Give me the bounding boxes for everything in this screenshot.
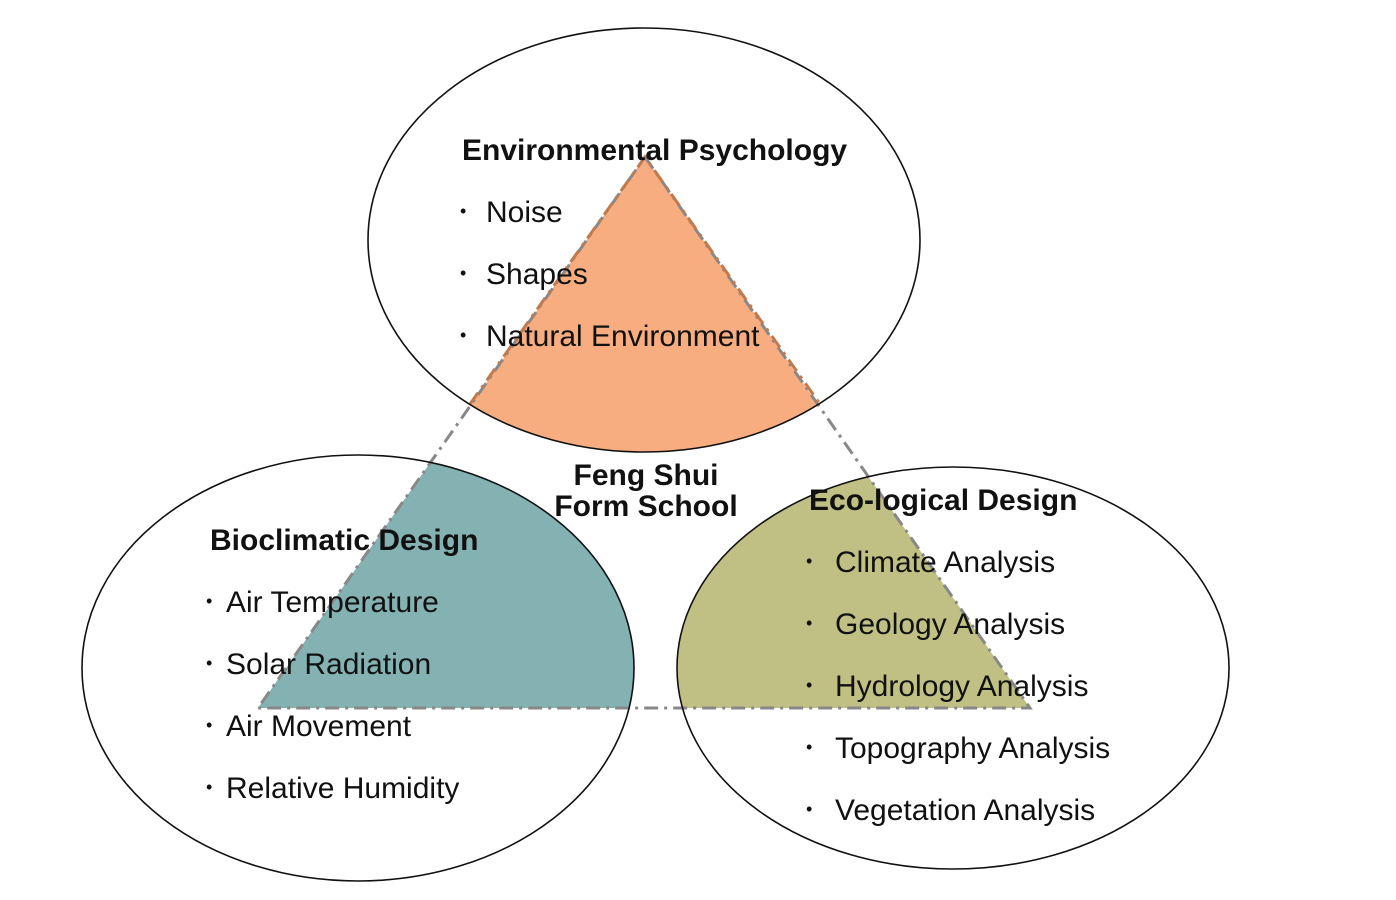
list-item-label: Natural Environment xyxy=(486,320,760,353)
bullet: • xyxy=(460,263,467,284)
center-title-line1: Feng Shui xyxy=(573,459,719,492)
list-item-label: Geology Analysis xyxy=(835,608,1066,641)
list-item: • Shapes xyxy=(460,260,588,290)
list-item-label: Climate Analysis xyxy=(835,546,1056,579)
top-circle-heading: Environmental Psychology xyxy=(462,134,848,167)
list-item-label: Topography Analysis xyxy=(835,732,1111,765)
left-circle-heading: Bioclimatic Design xyxy=(210,524,479,557)
list-item-label: Air Temperature xyxy=(226,586,439,619)
list-item: • Geology Analysis xyxy=(806,610,1065,640)
list-item-label: Air Movement xyxy=(226,710,412,743)
bullet: • xyxy=(206,777,213,798)
list-item: • Solar Radiation xyxy=(206,650,431,680)
left-circle xyxy=(81,454,635,882)
top-triangle-fill xyxy=(368,157,920,452)
center-title: Feng Shui Form School xyxy=(546,460,746,522)
list-item-label: Relative Humidity xyxy=(226,772,460,805)
bullet: • xyxy=(806,551,813,572)
list-item: • Air Temperature xyxy=(206,588,439,618)
list-item: • Noise xyxy=(460,198,563,228)
list-item-label: Solar Radiation xyxy=(226,648,432,681)
list-item: • Relative Humidity xyxy=(206,774,459,804)
list-item-label: Vegetation Analysis xyxy=(835,794,1096,827)
triangle-outline xyxy=(255,154,1033,710)
bullet: • xyxy=(206,715,213,736)
bullet: • xyxy=(206,591,213,612)
right-circle xyxy=(676,466,1230,870)
list-item-label: Shapes xyxy=(486,258,588,291)
bullet: • xyxy=(806,799,813,820)
list-item-label: Noise xyxy=(486,196,563,229)
bullet: • xyxy=(460,201,467,222)
bullet: • xyxy=(806,675,813,696)
list-item: • Topography Analysis xyxy=(806,734,1110,764)
bullet: • xyxy=(806,737,813,758)
list-item: • Vegetation Analysis xyxy=(806,796,1095,826)
bullet: • xyxy=(806,613,813,634)
top-circle xyxy=(367,27,921,453)
triangle-outline-top-segment xyxy=(468,154,822,405)
center-title-line2: Form School xyxy=(554,490,738,523)
list-item-label: Hydrology Analysis xyxy=(835,670,1089,703)
list-item: • Hydrology Analysis xyxy=(806,672,1088,702)
right-triangle-fill xyxy=(677,467,1030,708)
bullet: • xyxy=(206,653,213,674)
bullet: • xyxy=(460,325,467,346)
left-triangle-fill xyxy=(258,455,634,708)
right-circle-heading: Eco-logical Design xyxy=(809,484,1078,517)
list-item: • Climate Analysis xyxy=(806,548,1055,578)
list-item: • Natural Environment xyxy=(460,322,759,352)
list-item: • Air Movement xyxy=(206,712,411,742)
